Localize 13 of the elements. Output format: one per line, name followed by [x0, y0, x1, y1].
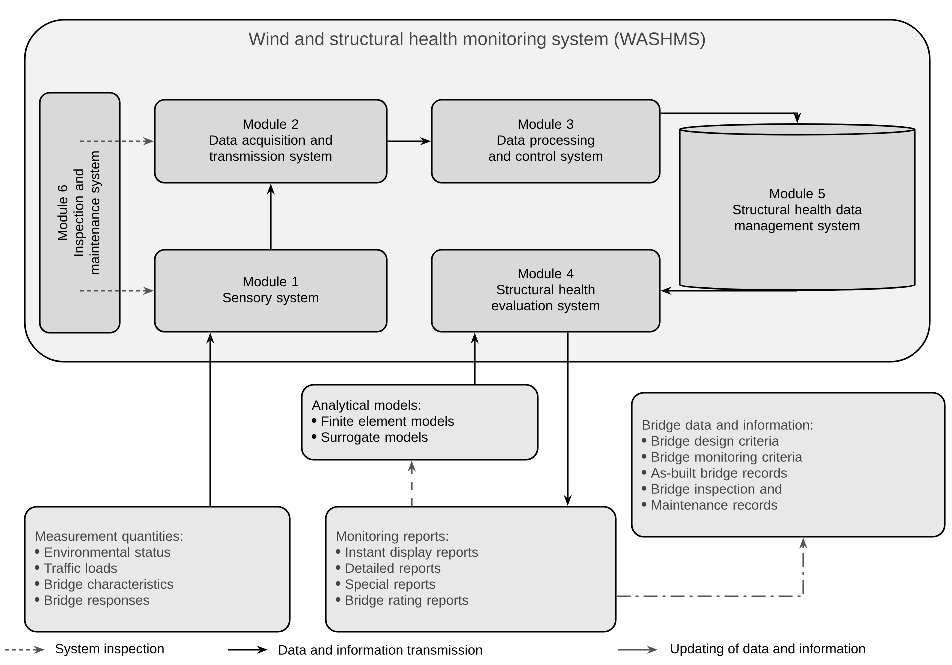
info-box: Monitoring reports: Instant display reports Detailed reports Special reports Bridge rating reports [325, 506, 617, 633]
module-box: Module 6 Inspection and maintenance system [39, 92, 121, 334]
info-box: Bridge data and information: Bridge design criteria Bridge monitoring criteria As-built bridge records Bridge inspection and Maintenance records [631, 392, 946, 538]
module-box: Module 4 Structural health evaluation system [431, 249, 661, 333]
module-box: Module 3 Data processing and control system [431, 99, 661, 184]
legend-label: Data and information transmission [279, 645, 482, 655]
info-box: Measurement quantities: Environmental status Traffic loads Bridge characteristics Bridge responses [24, 506, 291, 633]
module-box: Module 2 Data acquisition and transmission system [154, 99, 388, 184]
info-box: Analytical models: Finite element models Surrogate models [301, 384, 539, 461]
database-cylinder: Module 5 Structural health data management system [679, 124, 916, 292]
legend-label: Updating of data and information [671, 644, 866, 656]
module-box: Module 1 Sensory system [154, 249, 388, 333]
legend-label: System inspection [56, 644, 164, 656]
